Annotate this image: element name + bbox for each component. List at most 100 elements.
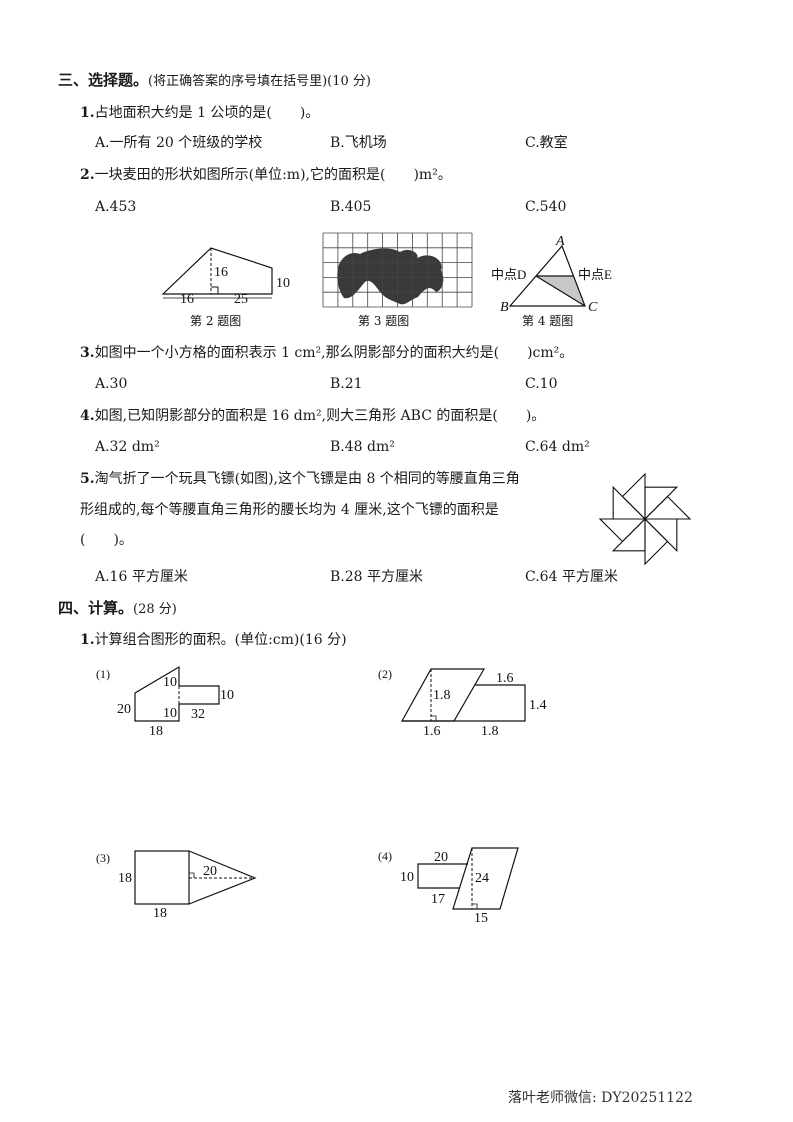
question-1: 1.占地面积大约是 1 公顷的是( )。 [80, 104, 319, 122]
question-number: 5. [80, 471, 95, 487]
figure-caption: 第 3 题图 [358, 314, 409, 328]
figure-2-wheat-field: 16 10 16 25 第 2 题图 [161, 247, 290, 328]
footer-watermark: 落叶老师微信: DY20251122 [508, 1090, 693, 1106]
dim-label: 10 [163, 675, 177, 690]
pinwheel-triangle [644, 517, 669, 566]
option-b: B.28 平方厘米 [330, 569, 424, 585]
question-3: 3.如图中一个小方格的面积表示 1 cm²,那么阴影部分的面积大约是( )cm²… [80, 344, 573, 362]
option-a: A.30 [95, 376, 128, 392]
option-c: C.64 平方厘米 [525, 569, 618, 585]
question-number: 1. [80, 105, 95, 121]
option-c: C.540 [525, 199, 567, 215]
figure-label: (3) [96, 851, 110, 865]
option-a: A.32 dm² [95, 439, 160, 455]
figure-label: (4) [378, 849, 392, 863]
question-text-line-3: ( )。 [80, 532, 133, 548]
right-angle-mark [472, 903, 478, 909]
option-b: B.48 dm² [330, 439, 395, 455]
figure-5-pinwheel [598, 472, 692, 566]
dim-label: 16 [180, 292, 194, 307]
section-note: (28 分) [133, 602, 177, 617]
dim-label: 1.4 [529, 698, 547, 713]
shape-outline [134, 665, 220, 722]
dim-label: 1.6 [423, 724, 441, 739]
question-5: 5.淘气折了一个玩具飞镖(如图),这个飞镖是由 8 个相同的等腰直角三角 [80, 470, 520, 488]
square [134, 850, 190, 905]
dim-label: 10 [220, 688, 234, 703]
calc-figure-2: (2) 1.8 1.6 1.4 1.6 1.8 [378, 667, 547, 739]
parallelogram [452, 847, 519, 910]
section-note: (将正确答案的序号填在括号里)(10 分) [148, 74, 371, 89]
dim-label: 10 [400, 870, 414, 885]
section-4-title: 四、计算。(28 分) [58, 599, 177, 619]
option-b: B.21 [330, 376, 363, 392]
question-number: 2. [80, 167, 95, 183]
option-b: B.405 [330, 199, 372, 215]
figure-label: (1) [96, 667, 110, 681]
figure-4-triangle: A 中点D 中点E B C 第 4 题图 [491, 234, 612, 328]
calc-figure-4: (4) 20 10 24 17 15 [378, 847, 519, 926]
dim-label: 18 [153, 906, 167, 921]
point-label: 中点E [578, 267, 612, 282]
right-angle-mark [431, 715, 437, 721]
pinwheel-triangle [643, 495, 692, 520]
dim-label: 17 [431, 892, 445, 907]
option-c: C.10 [525, 376, 558, 392]
calc-figure-1: (1) 10 10 20 10 32 18 [96, 665, 234, 739]
question-2: 2.一块麦田的形状如图所示(单位:m),它的面积是( )m²。 [80, 166, 452, 184]
dim-label: 32 [191, 707, 205, 722]
question-text: 计算组合图形的面积。(单位:cm)(16 分) [94, 632, 347, 648]
dim-label: 10 [163, 706, 177, 721]
option-a: A.16 平方厘米 [95, 569, 188, 585]
rectangle [402, 684, 526, 722]
question-text: 占地面积大约是 1 公顷的是( )。 [94, 105, 320, 121]
pinwheel-triangle [644, 486, 679, 521]
option-c: C.教室 [525, 135, 568, 151]
question-text: 如图中一个小方格的面积表示 1 cm²,那么阴影部分的面积大约是( )cm²。 [94, 345, 574, 361]
question-number: 1. [80, 632, 95, 648]
dim-label: 15 [474, 911, 488, 926]
right-angle-mark [211, 286, 219, 294]
dim-label: 18 [118, 871, 132, 886]
option-b: B.飞机场 [330, 135, 387, 151]
question-number: 3. [80, 345, 95, 361]
question-text: 淘气折了一个玩具飞镖(如图),这个飞镖是由 8 个相同的等腰直角三角 [94, 471, 520, 487]
question-4: 4.如图,已知阴影部分的面积是 16 dm²,则大三角形 ABC 的面积是( )… [80, 407, 545, 425]
point-label: 中点D [491, 267, 526, 282]
right-angle-mark [189, 872, 195, 878]
figure-caption: 第 4 题图 [522, 314, 573, 328]
question-text: 如图,已知阴影部分的面积是 16 dm²,则大三角形 ABC 的面积是( )。 [94, 408, 546, 424]
grid [322, 232, 473, 308]
question-text: 一块麦田的形状如图所示(单位:m),它的面积是( )m²。 [94, 167, 452, 183]
segment-dc [535, 275, 586, 307]
option-c: C.64 dm² [525, 439, 590, 455]
pinwheel-triangle [621, 472, 646, 521]
vertex-label: A [555, 234, 565, 249]
figure-caption: 第 2 题图 [190, 314, 241, 328]
dim-label: 1.8 [481, 724, 499, 739]
vertex-label: C [588, 300, 598, 315]
dim-label: 20 [117, 702, 131, 717]
rectangle [417, 863, 468, 889]
dim-label: 25 [234, 292, 248, 307]
dim-label: 20 [434, 850, 448, 865]
figure-label: (2) [378, 667, 392, 681]
option-a: A.一所有 20 个班级的学校 [95, 135, 263, 151]
dim-label: 18 [149, 724, 163, 739]
dim-label: 16 [214, 265, 228, 280]
dim-label: 10 [276, 276, 290, 291]
option-a: A.453 [95, 199, 137, 215]
section-3-title: 三、选择题。(将正确答案的序号填在括号里)(10 分) [58, 71, 371, 91]
section-title-text: 四、计算。 [58, 599, 134, 617]
question-number: 4. [80, 408, 95, 424]
dim-label: 1.8 [433, 688, 451, 703]
dim-label: 20 [203, 864, 217, 879]
calc-question-1: 1.计算组合图形的面积。(单位:cm)(16 分) [80, 631, 347, 649]
field-shape [161, 247, 273, 295]
vertex-label: B [500, 300, 509, 315]
pinwheel-triangle [598, 518, 647, 543]
dim-label: 24 [475, 871, 489, 886]
dim-label: 1.6 [496, 671, 514, 686]
